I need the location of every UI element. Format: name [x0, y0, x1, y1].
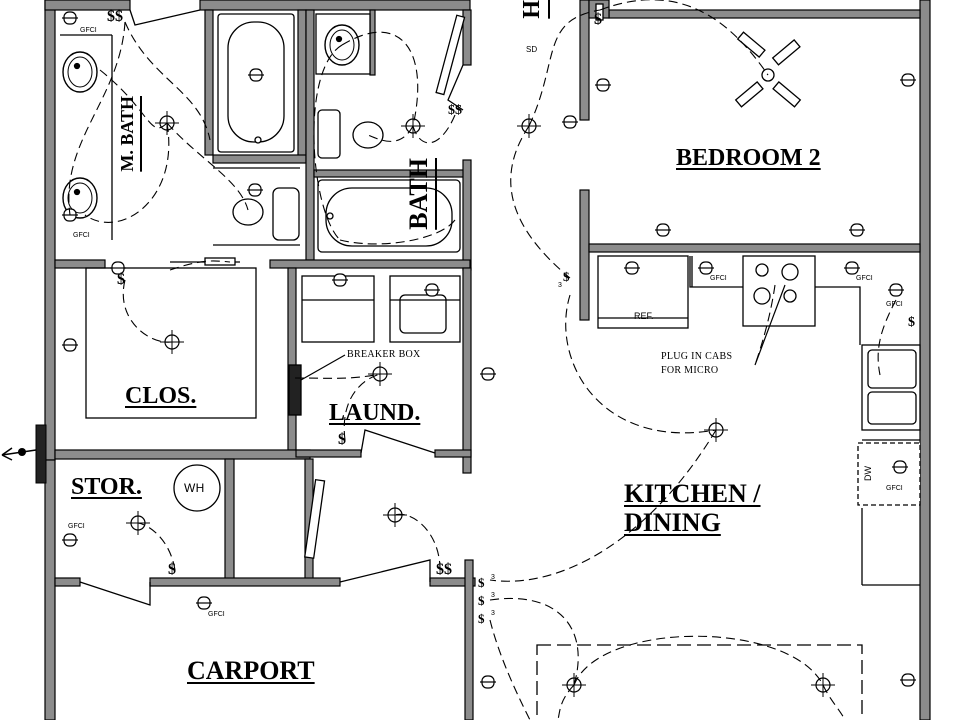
gfci-label: GFCI — [208, 611, 225, 618]
three-way-mark: 3 — [491, 592, 495, 599]
gfci-label: GFCI — [68, 523, 85, 530]
wall-closet-right — [287, 267, 297, 451]
room-label-storage: STOR. — [71, 474, 142, 500]
wall-storage-right — [224, 458, 235, 585]
wall-bath-left — [305, 9, 315, 261]
bath-toilet — [317, 109, 341, 159]
gfci-label: GFCI — [886, 485, 903, 492]
doors — [79, 3, 604, 606]
switch-single: $ — [338, 431, 346, 448]
mbath-toilet — [272, 187, 300, 241]
ceiling-fan — [734, 31, 802, 108]
room-label-hall-partial: H — [519, 0, 545, 19]
wall-exterior-top — [44, 0, 131, 11]
wall-laundry-bottom — [295, 449, 362, 458]
range — [742, 255, 816, 327]
wall-carport-right — [464, 559, 474, 720]
dishwasher — [857, 442, 921, 506]
room-label-laundry: LAUND. — [329, 400, 421, 426]
switch-single: $ — [908, 315, 915, 330]
switch-single: $ — [117, 271, 125, 288]
fridge — [597, 255, 689, 329]
wall-bath-top-right — [462, 9, 472, 66]
note-breaker-box: BREAKER BOX — [347, 349, 421, 360]
wall-tub-right — [297, 9, 307, 161]
switch-double: $$ — [107, 8, 123, 25]
room-label-master-bath: M. BATH — [117, 96, 137, 172]
wall-bed2-bottom — [588, 243, 921, 253]
wall-mbath-bottom — [54, 259, 106, 269]
label-dishwasher: DW — [863, 466, 873, 481]
walls — [44, 0, 931, 720]
switch-double: $$ — [436, 561, 452, 578]
label-water-heater: WH — [184, 481, 205, 495]
wall-bed2-top — [608, 9, 921, 19]
kitchen-sink — [867, 349, 917, 389]
breaker-box — [288, 364, 302, 416]
light-fixtures — [125, 110, 836, 698]
wall-tub-bottom — [212, 154, 307, 164]
room-label-kitchen: KITCHEN / — [624, 479, 761, 508]
gfci-label: GFCI — [856, 275, 873, 282]
wall-bath-right — [462, 159, 472, 271]
switch-single: $ — [168, 561, 176, 578]
label-refrigerator: REF. — [634, 311, 654, 321]
switch-single: $ — [478, 575, 485, 590]
wall-exterior-left-upper — [44, 0, 56, 461]
washer — [301, 275, 375, 343]
three-way-mark: 3 — [491, 574, 495, 581]
wall-closet-bottom — [54, 449, 311, 460]
three-way-mark: 3 — [491, 610, 495, 617]
wall-bed2-left-2 — [579, 189, 590, 321]
gfci-label: GFCI — [886, 301, 903, 308]
wall-exterior-left-lower — [44, 459, 56, 720]
switch-double: $$ — [448, 103, 462, 118]
wall-bath-divider — [313, 169, 465, 178]
three-way-mark: 3 — [558, 282, 562, 289]
gfci-label: GFCI — [710, 275, 727, 282]
switch-single: $ — [478, 593, 485, 608]
note-plug-line2: FOR MICRO — [661, 365, 719, 376]
wall-carport-top — [149, 577, 341, 587]
switch-single: $ — [594, 11, 602, 28]
note-plug-line1: PLUG IN CABS — [661, 351, 733, 362]
room-label-bedroom-2: BEDROOM 2 — [676, 145, 821, 171]
wall-storage-bottom — [54, 577, 81, 587]
label-smoke-detector: SD — [526, 45, 538, 54]
wall-laundry-bottom-2 — [434, 449, 472, 458]
switch-single: $ — [478, 611, 485, 626]
wall-bath-divider-2 — [369, 9, 376, 76]
wall-mbath-bottom-2 — [269, 259, 471, 269]
wall-exterior-right — [919, 0, 931, 720]
room-label-closet: CLOS. — [125, 383, 197, 409]
room-label-bath: BATH — [404, 158, 433, 230]
gfci-label: GFCI — [80, 27, 97, 34]
fixtures — [60, 13, 921, 720]
room-label-carport: CARPORT — [187, 656, 315, 685]
room-label-dining: DINING — [624, 508, 721, 537]
gfci-label: GFCI — [73, 232, 90, 239]
wall-exterior-top-2 — [199, 0, 471, 11]
wall-mbath-right — [204, 9, 214, 156]
water-heater — [173, 464, 221, 512]
switch-single: $ — [563, 269, 570, 284]
meter-box — [35, 424, 47, 484]
wall-bed2-left — [579, 0, 590, 121]
wall-laundry-right — [462, 267, 472, 474]
